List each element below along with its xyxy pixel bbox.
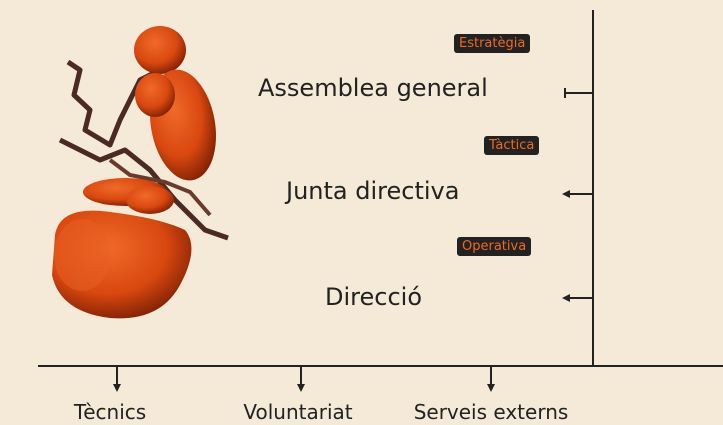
abstract-figure-icon (52, 26, 229, 319)
arrow-voluntariat (297, 366, 305, 392)
badge-tactica: Tàctica (484, 136, 540, 155)
level-label-junta: Junta directiva (286, 177, 460, 205)
bottom-label-voluntariat: Voluntariat (243, 400, 353, 424)
arrow-tecnics (113, 366, 121, 392)
connector-assemblea (564, 88, 593, 98)
bottom-label-tecnics: Tècnics (73, 400, 147, 424)
arrow-serveis-externs (487, 366, 495, 392)
connector-direccio (562, 294, 593, 302)
connector-junta (562, 190, 593, 198)
badge-operativa: Operativa (457, 237, 532, 256)
level-label-direccio: Direcció (325, 283, 422, 311)
bottom-label-serveis-externs: Serveis externs (413, 400, 569, 424)
badge-estrategia: Estratègia (454, 34, 531, 53)
level-label-assemblea: Assemblea general (258, 74, 488, 102)
